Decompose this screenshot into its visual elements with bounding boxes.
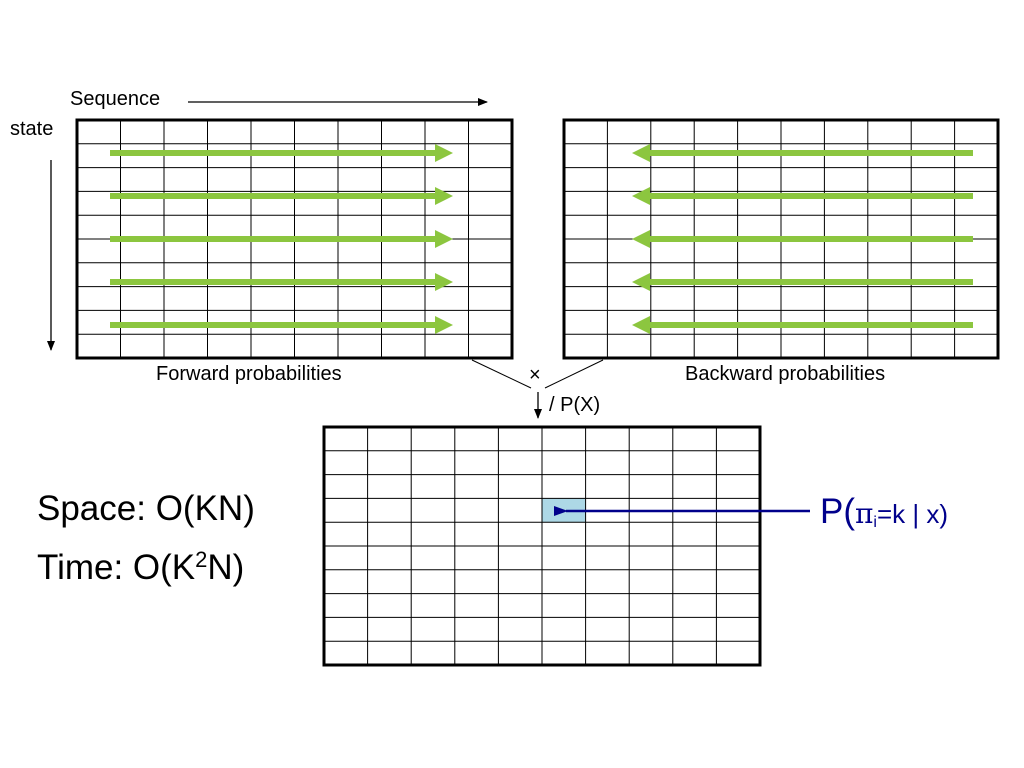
divide-by-px-label: / P(X) — [549, 394, 601, 416]
prob-subscript: i — [873, 514, 877, 531]
state-direction-arrow — [632, 273, 973, 291]
state-direction-arrow — [632, 316, 973, 334]
posterior-probability-label: P(πi=k | x) — [820, 494, 948, 531]
time-exponent: 2 — [195, 547, 208, 572]
state-direction-arrow — [632, 230, 973, 248]
forward-probabilities-label: Forward probabilities — [156, 363, 342, 385]
multiply-symbol: × — [529, 364, 541, 386]
state-direction-arrow — [110, 230, 453, 248]
prob-prefix: P( — [820, 492, 855, 531]
posterior-grid-border — [322, 425, 762, 667]
forward-connector-line — [471, 359, 532, 389]
time-complexity-label: Time: O(K2N) — [37, 547, 245, 587]
state-direction-arrow — [110, 316, 453, 334]
state-direction-arrow — [110, 144, 453, 162]
pi-symbol: π — [855, 497, 874, 530]
state-direction-arrow — [110, 187, 453, 205]
backward-probabilities-label: Backward probabilities — [685, 363, 886, 385]
sequence-label: Sequence — [70, 88, 161, 110]
state-direction-arrow — [632, 187, 973, 205]
backward-grid-border — [562, 118, 1000, 360]
space-complexity-label: Space: O(KN) — [37, 489, 255, 528]
time-suffix: N) — [207, 548, 245, 587]
forward-arrows — [110, 144, 453, 334]
prob-rest: =k | x) — [876, 499, 949, 529]
backward-connector-line — [544, 359, 604, 389]
forward-grid-border — [75, 118, 514, 360]
state-direction-arrow — [632, 144, 973, 162]
posterior-grid — [322, 425, 762, 667]
state-label: state — [10, 118, 54, 140]
state-direction-arrow — [110, 273, 453, 291]
backward-arrows — [632, 144, 973, 334]
time-prefix: Time: O(K — [37, 548, 196, 587]
